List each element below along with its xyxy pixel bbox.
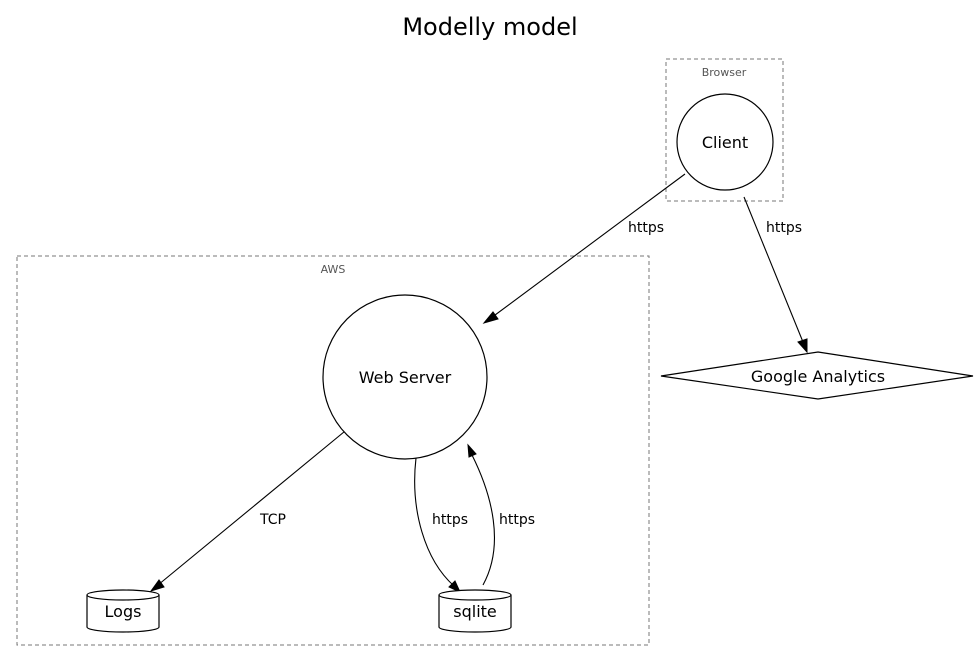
edge-client-to-google-analytics-arrowhead xyxy=(797,338,808,354)
edge-web-server-to-sqlite-arrowhead xyxy=(448,580,462,594)
cluster-browser-box xyxy=(665,58,784,202)
node-sqlite-label: sqlite xyxy=(453,602,497,621)
node-web-server-label: Web Server xyxy=(359,368,452,387)
edge-sqlite-to-web-server-line xyxy=(471,454,495,586)
node-logs-label: Logs xyxy=(105,602,142,621)
node-google-analytics-diamond xyxy=(660,351,974,400)
node-logs: Logs xyxy=(86,589,160,633)
node-client: Client xyxy=(676,93,774,191)
node-logs-cylinder-rim xyxy=(86,594,160,601)
cluster-aws: AWS xyxy=(16,255,650,646)
node-sqlite-cylinder-body xyxy=(438,589,512,633)
edge-web-server-to-logs-label: TCP xyxy=(259,512,286,528)
edge-client-to-web-server-line xyxy=(490,173,686,319)
diagram-title: Modelly model xyxy=(402,13,577,41)
edge-client-to-web-server-arrowhead xyxy=(482,311,499,324)
node-google-analytics-label: Google Analytics xyxy=(751,367,885,386)
edge-web-server-to-sqlite: https xyxy=(414,457,468,594)
edge-web-server-to-logs: TCP xyxy=(149,426,351,592)
edge-client-to-google-analytics: https xyxy=(743,196,808,354)
node-sqlite: sqlite xyxy=(438,589,512,633)
edge-web-server-to-logs-arrowhead xyxy=(149,579,165,592)
node-web-server-circle xyxy=(322,294,488,460)
edge-client-to-web-server-label: https xyxy=(628,220,664,236)
node-logs-cylinder-body xyxy=(86,589,160,633)
node-sqlite-cylinder-rim xyxy=(438,594,512,601)
node-client-circle xyxy=(676,93,774,191)
cluster-aws-box xyxy=(16,255,650,646)
edge-client-to-google-analytics-label: https xyxy=(766,220,802,236)
edge-client-to-google-analytics-line xyxy=(743,196,804,343)
cluster-browser: Browser xyxy=(665,58,784,202)
node-client-label: Client xyxy=(702,133,748,152)
edge-web-server-to-sqlite-line xyxy=(414,457,455,587)
edge-web-server-to-sqlite-label: https xyxy=(432,512,468,528)
edge-web-server-to-logs-line xyxy=(157,426,351,586)
node-google-analytics: Google Analytics xyxy=(660,351,974,400)
cluster-aws-label: AWS xyxy=(321,263,346,276)
edge-sqlite-to-web-server-arrowhead xyxy=(467,443,477,458)
edge-sqlite-to-web-server-label: https xyxy=(499,512,535,528)
edge-client-to-web-server: https xyxy=(482,173,686,324)
edge-sqlite-to-web-server: https xyxy=(467,443,535,586)
node-web-server: Web Server xyxy=(322,294,488,460)
cluster-browser-label: Browser xyxy=(702,66,747,79)
